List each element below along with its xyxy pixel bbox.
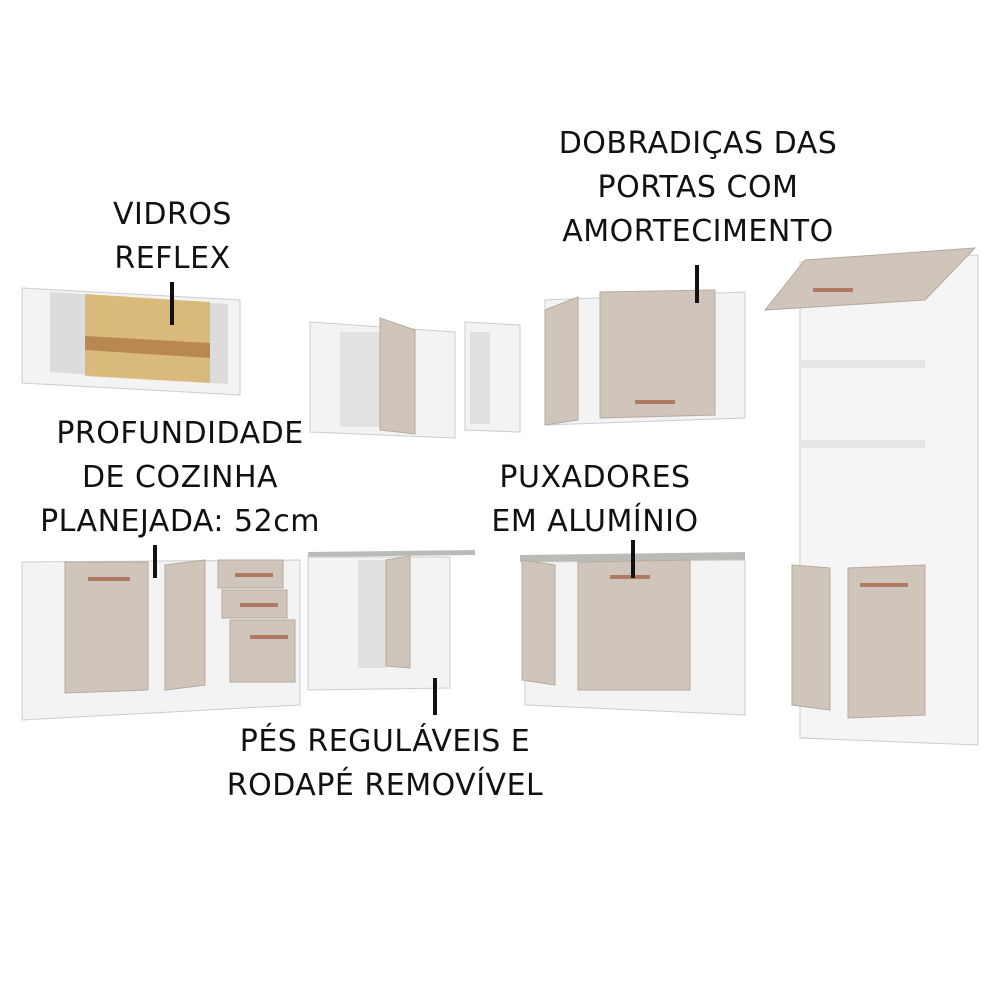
glass-wall-cabinet bbox=[21, 287, 241, 396]
label-line: RODAPÉ REMOVÍVEL bbox=[226, 768, 544, 803]
label-line: PORTAS COM bbox=[597, 170, 799, 205]
handles-label: PUXADORES EM ALUMÍNIO bbox=[470, 456, 720, 544]
label-line: DOBRADIÇAS DAS bbox=[558, 126, 838, 161]
base-cabinet-drawers bbox=[21, 559, 301, 721]
label-line: PÉS REGULÁVEIS E bbox=[239, 724, 531, 759]
label-line: EM ALUMÍNIO bbox=[491, 504, 699, 539]
wall-cabinet-doors bbox=[544, 289, 746, 426]
feet-label: PÉS REGULÁVEIS E RODAPÉ REMOVÍVEL bbox=[220, 720, 550, 808]
corner-base-cabinet bbox=[307, 550, 475, 691]
hinges-label: DOBRADIÇAS DAS PORTAS COM AMORTECIMENTO bbox=[548, 122, 848, 254]
label-line: PROFUNDIDADE bbox=[56, 416, 304, 451]
pointer-lines bbox=[153, 265, 699, 715]
label-line: REFLEX bbox=[114, 241, 231, 276]
label-line: DE COZINHA bbox=[81, 460, 279, 495]
label-line: AMORTECIMENTO bbox=[562, 214, 834, 249]
sink-base-cabinet bbox=[520, 552, 746, 716]
niche-cabinet bbox=[464, 321, 521, 433]
label-line: PLANEJADA: 52cm bbox=[40, 504, 320, 539]
depth-label: PROFUNDIDADE DE COZINHA PLANEJADA: 52cm bbox=[30, 412, 330, 544]
label-line: VIDROS bbox=[113, 197, 232, 232]
glass-label: VIDROS REFLEX bbox=[90, 193, 255, 281]
corner-wall-cabinet bbox=[309, 317, 456, 439]
tall-oven-cabinet bbox=[763, 247, 979, 746]
label-line: PUXADORES bbox=[499, 460, 691, 495]
